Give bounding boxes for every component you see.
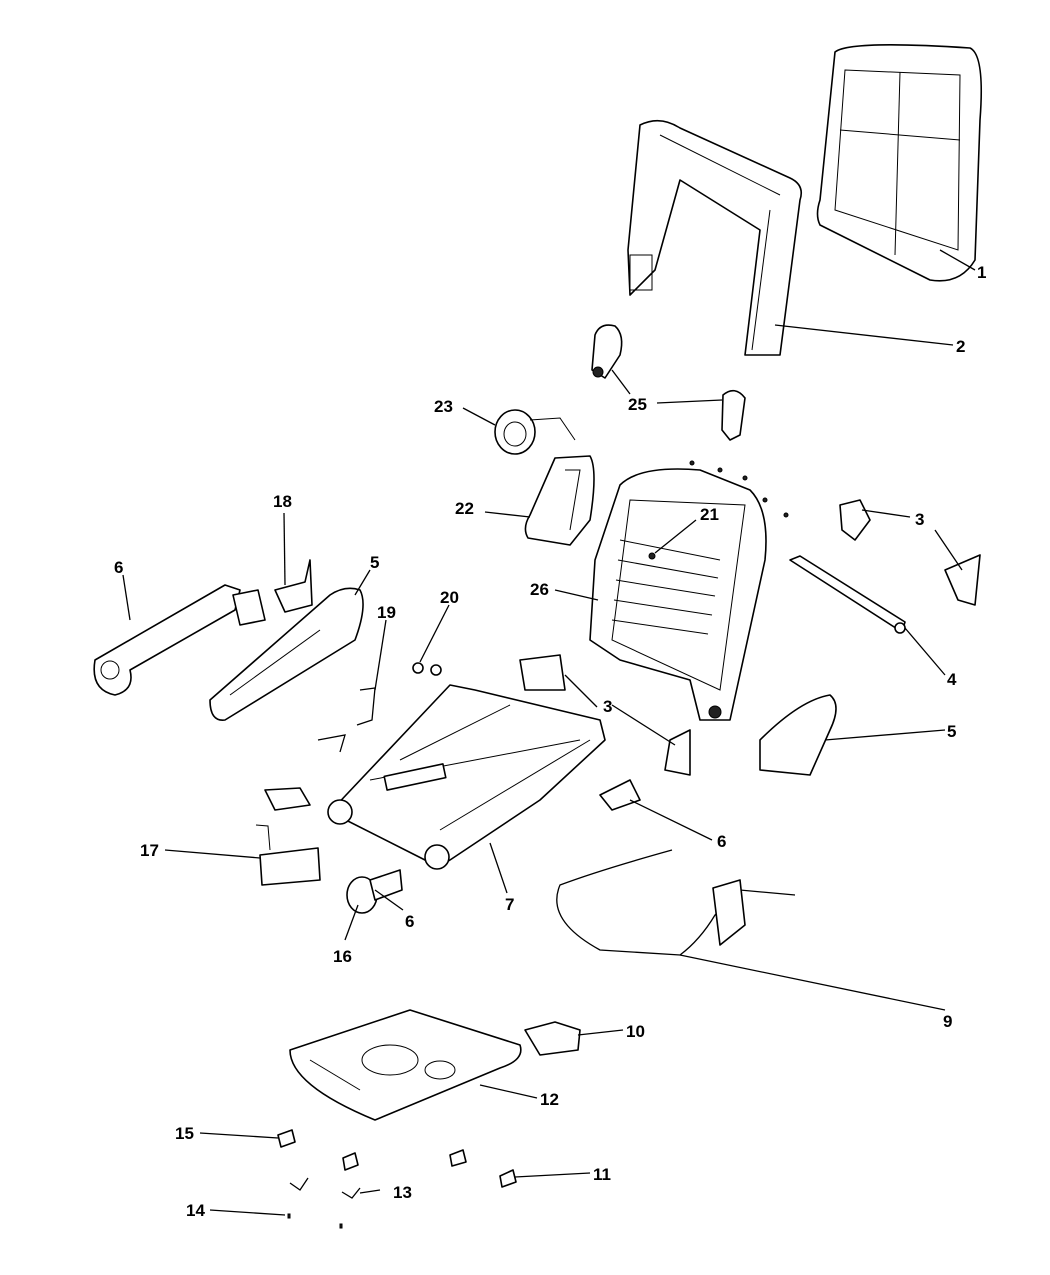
callout-4: 4 bbox=[947, 670, 957, 689]
part-nut bbox=[412, 662, 442, 676]
callout-14: 14 bbox=[186, 1201, 205, 1220]
callout-3: 3 bbox=[915, 510, 924, 529]
part-headrest-guide bbox=[591, 324, 746, 441]
callout-17: 17 bbox=[140, 841, 159, 860]
fasteners bbox=[648, 460, 789, 560]
part-module bbox=[524, 1021, 581, 1056]
callout-2: 2 bbox=[956, 337, 965, 356]
callout-22: 22 bbox=[455, 499, 474, 518]
part-clips bbox=[277, 1129, 517, 1229]
callout-23: 23 bbox=[434, 397, 453, 416]
part-seat-cushion-pan bbox=[289, 1009, 522, 1121]
part-lumbar-support bbox=[524, 455, 595, 546]
callout-9: 9 bbox=[943, 1012, 952, 1031]
part-speaker-motor bbox=[494, 409, 576, 455]
part-upper-back-frame bbox=[627, 119, 803, 356]
part-seat-back-panel bbox=[816, 44, 983, 282]
part-side-shield-left bbox=[209, 587, 364, 721]
callout-6-knob: 6 bbox=[405, 912, 414, 931]
part-cable-harness bbox=[556, 849, 796, 956]
callout-15: 15 bbox=[175, 1124, 194, 1143]
callout-3-center: 3 bbox=[603, 697, 612, 716]
part-switch-assembly bbox=[255, 824, 321, 886]
callout-5-right: 5 bbox=[947, 722, 956, 741]
part-track-cover-left bbox=[93, 584, 266, 696]
callout-21: 21 bbox=[700, 505, 719, 524]
part-wire-bracket bbox=[317, 687, 376, 753]
callout-11: 11 bbox=[593, 1165, 611, 1184]
part-knob bbox=[346, 869, 403, 914]
part-module-box bbox=[264, 787, 311, 811]
part-seat-back-frame bbox=[589, 468, 767, 721]
callout-18: 18 bbox=[273, 492, 292, 511]
callout-16: 16 bbox=[333, 947, 352, 966]
callout-6-left: 6 bbox=[114, 558, 123, 577]
callout-5-left: 5 bbox=[370, 553, 379, 572]
callout-1: 1 bbox=[977, 263, 986, 282]
callout-19: 19 bbox=[377, 603, 396, 622]
callout-25: 25 bbox=[628, 395, 647, 414]
callout-7: 7 bbox=[505, 895, 514, 914]
callout-12: 12 bbox=[540, 1090, 559, 1109]
leader-lines bbox=[122, 249, 976, 1216]
callout-6-right: 6 bbox=[717, 832, 726, 851]
part-side-shield-right bbox=[759, 694, 837, 776]
part-trim-cover bbox=[274, 559, 313, 613]
part-seat-track bbox=[327, 684, 606, 870]
callout-26: 26 bbox=[530, 580, 549, 599]
part-bracket-right bbox=[599, 779, 641, 811]
callout-13: 13 bbox=[393, 1183, 412, 1202]
callout-10: 10 bbox=[626, 1022, 645, 1041]
part-cross-rod bbox=[789, 555, 906, 634]
callout-labels: 1 2 3 3 4 5 5 6 6 6 7 9 10 11 12 13 14 1… bbox=[114, 263, 986, 1220]
callout-20: 20 bbox=[440, 588, 459, 607]
